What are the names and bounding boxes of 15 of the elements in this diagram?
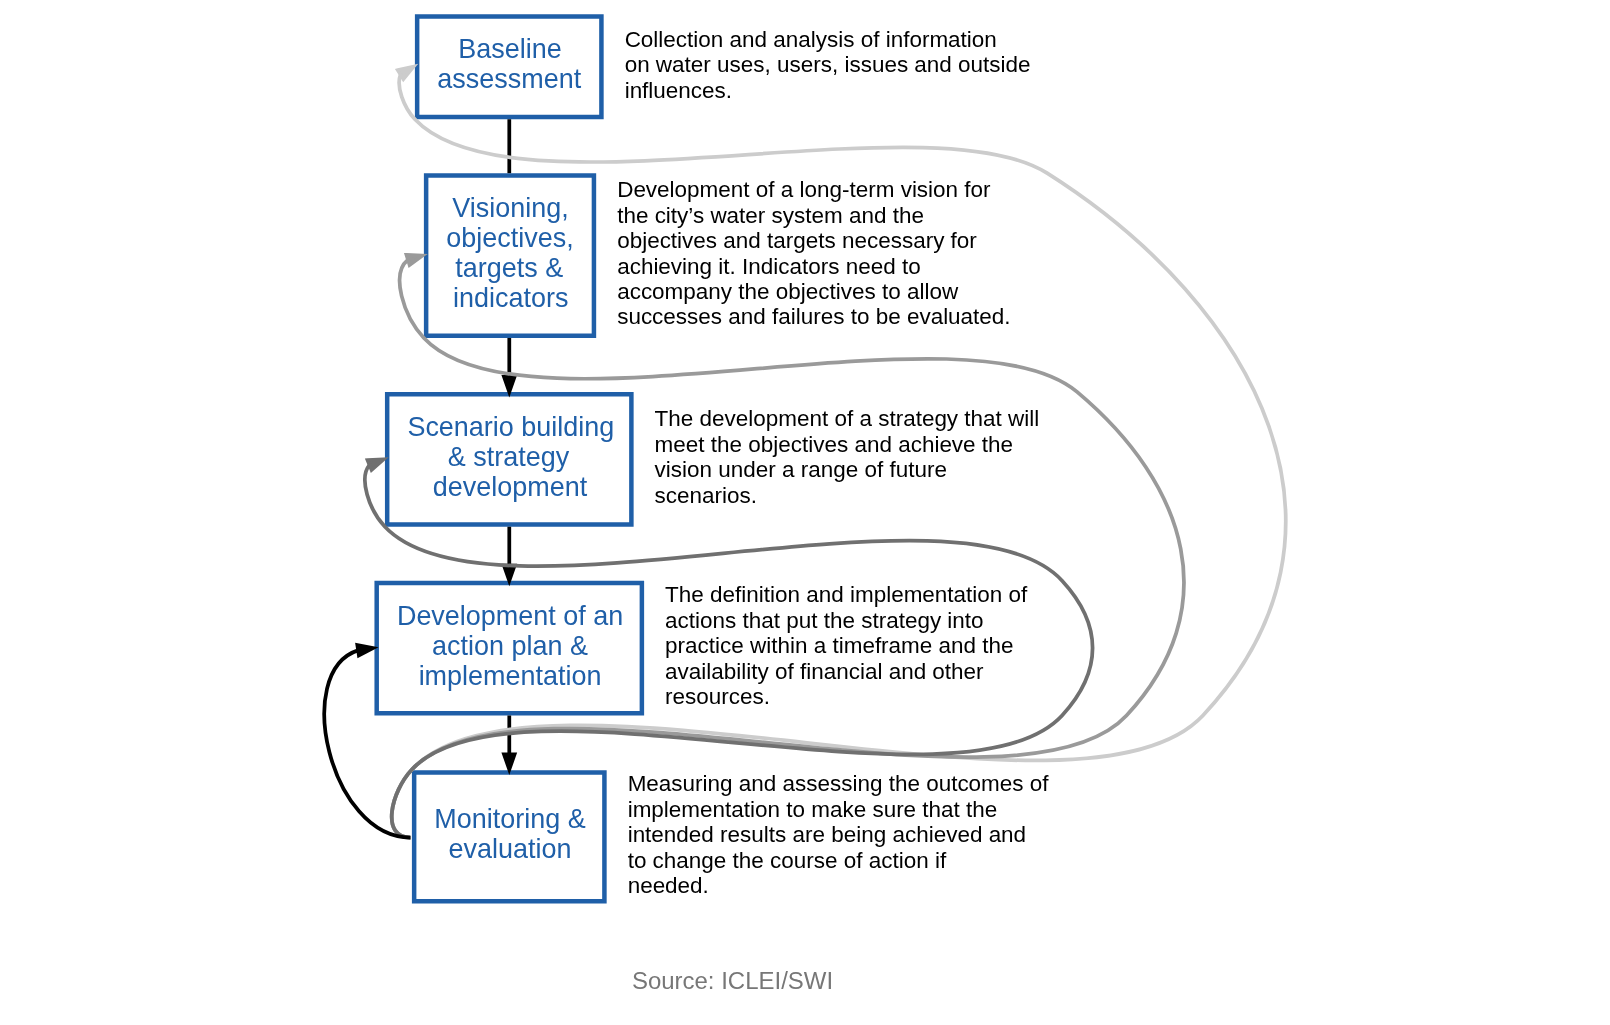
label: Source: ICLEI/SWI [631, 967, 834, 995]
node-label: Collection and analysis of information on water uses, users, issues and outside influences. [624, 26, 1031, 103]
connector [507, 119, 512, 174]
node-label: The development of a strategy that will meet the objectives and achieve the vision under a range of future scenarios. [654, 406, 1040, 508]
node-box: Baseline assessment [414, 14, 604, 120]
node-label: Measuring and assessing the outcomes of implementation to make sure that the intended results are being achieved and to change the course of action if needed. [627, 771, 1049, 899]
node-box: Monitoring & evaluation [411, 770, 607, 904]
arrow [501, 337, 518, 398]
node-label: Development of a long-term vision for the city’s water system and the objectives and targets necessary for achieving it. Indicators need to accompany the objectives to allow successes and failures to be evaluated. [617, 177, 1011, 330]
node-box: Development of an action plan & implementation [374, 580, 645, 716]
node-label: The definition and implementation of actions that put the strategy into practice within a timeframe and the availability of financial and other resources. [665, 582, 1028, 710]
node-box: Scenario building & strategy development [384, 391, 634, 527]
arrow [322, 642, 411, 840]
node-box: Visioning, objectives, targets & indicators [423, 173, 597, 338]
arrow [501, 715, 518, 776]
